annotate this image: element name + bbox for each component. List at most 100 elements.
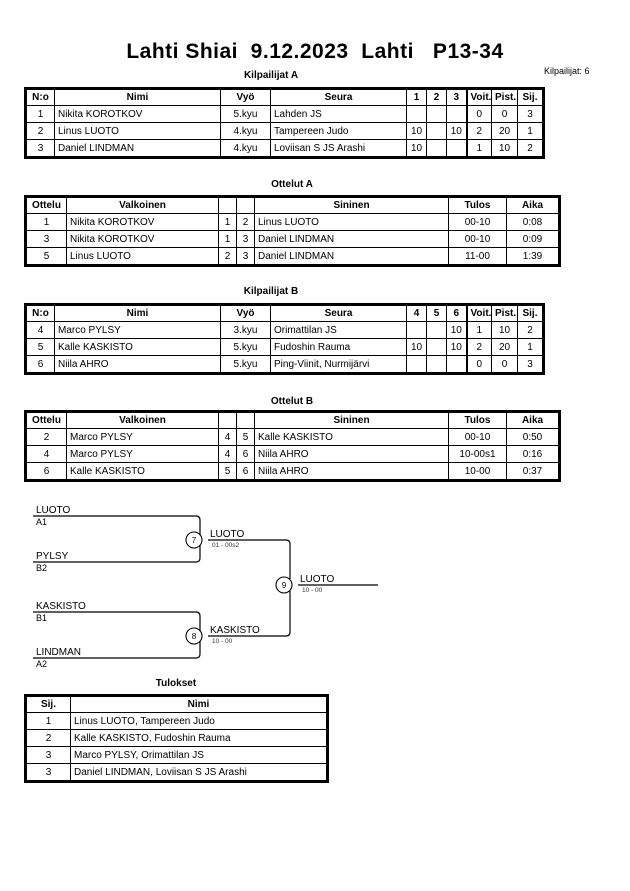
page-title: Lahti Shiai 9.12.2023 Lahti P13-34: [126, 40, 504, 63]
cell-belt: 5.kyu: [220, 338, 271, 356]
cell-blue-no: 3: [236, 247, 255, 265]
cell-match: 2: [26, 428, 67, 446]
cell-wins: 1: [465, 139, 492, 157]
col-white-no: [218, 412, 237, 429]
cell-m2: [426, 105, 447, 123]
cell-club: Fudoshin Rauma: [270, 338, 407, 356]
bracket-semifinal-score: 01 - 00s2: [212, 542, 239, 549]
col-rank: Sij.: [517, 305, 543, 322]
bracket-entrant-name: PYLSY: [36, 551, 69, 562]
cell-blue-no: 6: [236, 462, 255, 480]
col-time: Aika: [506, 412, 559, 429]
cell-m2: [426, 338, 447, 356]
cell-m2: [426, 122, 447, 140]
cell-time: 0:50: [506, 428, 559, 446]
pool-a-table: N:o Nimi Vyö Seura 1 2 3 Voit. Pist. Sij…: [24, 87, 545, 159]
cell-club: Lahden JS: [270, 105, 407, 123]
cell-white-no: 1: [218, 213, 237, 231]
cell-white: Nikita KOROTKOV: [66, 230, 219, 248]
cell-points: 0: [491, 355, 518, 373]
cell-belt: 5.kyu: [220, 355, 271, 373]
col-m3: 3: [446, 89, 467, 106]
table-row: 3 Marco PYLSY, Orimattilan JS: [26, 746, 327, 764]
matches-b-caption: Ottelut B: [270, 396, 314, 407]
cell-white: Nikita KOROTKOV: [66, 213, 219, 231]
cell-name: Niila AHRO: [54, 355, 221, 373]
bracket-entrant-seed: A2: [36, 659, 47, 669]
cell-points: 10: [491, 139, 518, 157]
cell-points: 0: [491, 105, 518, 123]
bracket-entrant-seed: A1: [36, 517, 47, 527]
table-row: 1 Nikita KOROTKOV 1 2 Linus LUOTO 00-10 …: [26, 213, 559, 231]
cell-name: Marco PYLSY, Orimattilan JS: [70, 746, 327, 764]
cell-time: 1:39: [506, 247, 559, 265]
cell-blue: Daniel LINDMAN: [254, 230, 449, 248]
cell-club: Orimattilan JS: [270, 321, 407, 339]
col-points: Pist.: [491, 305, 518, 322]
cell-rank: 1: [26, 712, 71, 730]
cell-m3: [446, 139, 467, 157]
col-m3: 6: [446, 305, 467, 322]
cell-name: Kalle KASKISTO: [54, 338, 221, 356]
matches-a-table: Ottelu Valkoinen Sininen Tulos Aika 1 Ni…: [24, 195, 561, 267]
cell-blue-no: 6: [236, 445, 255, 463]
cell-m3: 10: [446, 321, 467, 339]
cell-no: 6: [26, 355, 55, 373]
cell-m3: 10: [446, 122, 467, 140]
bracket-match-number: 7: [192, 536, 197, 545]
table-row: 4 Marco PYLSY 4 6 Niila AHRO 10-00s1 0:1…: [26, 445, 559, 463]
cell-m2: [426, 321, 447, 339]
col-result: Tulos: [448, 412, 507, 429]
cell-blue: Niila AHRO: [254, 462, 449, 480]
table-row: 2 Kalle KASKISTO, Fudoshin Rauma: [26, 729, 327, 747]
bracket-entrant-name: LINDMAN: [36, 647, 81, 658]
knockout-bracket: LUOTO A1 PYLSY B2 7 LUOTO 01 - 00s2 KASK…: [0, 495, 630, 675]
cell-blue: Daniel LINDMAN: [254, 247, 449, 265]
cell-match: 6: [26, 462, 67, 480]
cell-name: Marco PYLSY: [54, 321, 221, 339]
cell-match: 5: [26, 247, 67, 265]
col-rank: Sij.: [26, 696, 71, 713]
cell-result: 00-10: [448, 428, 507, 446]
cell-result: 00-10: [448, 230, 507, 248]
bracket-match-node-9: [275, 576, 293, 594]
cell-belt: 5.kyu: [220, 105, 271, 123]
table-header-row: Sij. Nimi: [26, 696, 327, 713]
table-row: 6 Niila AHRO 5.kyu Ping-Viinit, Nurmijär…: [26, 355, 543, 373]
results-caption: Tulokset: [155, 678, 197, 689]
table-row: 5 Linus LUOTO 2 3 Daniel LINDMAN 11-00 1…: [26, 247, 559, 265]
cell-white: Marco PYLSY: [66, 445, 219, 463]
cell-m2: [426, 355, 447, 373]
cell-points: 20: [491, 122, 518, 140]
cell-club: Loviisan S JS Arashi: [270, 139, 407, 157]
col-m2: 5: [426, 305, 447, 322]
table-header-row: Ottelu Valkoinen Sininen Tulos Aika: [26, 197, 559, 214]
cell-rank: 2: [517, 139, 543, 157]
cell-m1: [406, 355, 427, 373]
pool-b-caption: Kilpailijat B: [243, 286, 299, 297]
cell-wins: 1: [465, 321, 492, 339]
table-row: 3 Nikita KOROTKOV 1 3 Daniel LINDMAN 00-…: [26, 230, 559, 248]
cell-name: Daniel LINDMAN: [54, 139, 221, 157]
cell-no: 3: [26, 139, 55, 157]
table-header-row: N:o Nimi Vyö Seura 4 5 6 Voit. Pist. Sij…: [26, 305, 543, 322]
cell-blue-no: 5: [236, 428, 255, 446]
cell-wins: 0: [465, 355, 492, 373]
table-row: 3 Daniel LINDMAN, Loviisan S JS Arashi: [26, 763, 327, 781]
cell-belt: 4.kyu: [220, 122, 271, 140]
table-row: 2 Marco PYLSY 4 5 Kalle KASKISTO 00-10 0…: [26, 428, 559, 446]
cell-m3: [446, 105, 467, 123]
table-row: 2 Linus LUOTO 4.kyu Tampereen Judo 10 10…: [26, 122, 543, 140]
cell-name: Daniel LINDMAN, Loviisan S JS Arashi: [70, 763, 327, 781]
col-blue-no: [236, 412, 255, 429]
cell-wins: 2: [465, 122, 492, 140]
bracket-semifinal-winner: LUOTO: [210, 529, 244, 540]
cell-rank: 1: [517, 338, 543, 356]
bracket-entrant-seed: B2: [36, 563, 47, 573]
col-name: Nimi: [54, 305, 221, 322]
cell-belt: 4.kyu: [220, 139, 271, 157]
cell-name: Nikita KOROTKOV: [54, 105, 221, 123]
cell-name: Kalle KASKISTO, Fudoshin Rauma: [70, 729, 327, 747]
cell-no: 4: [26, 321, 55, 339]
cell-m3: 10: [446, 338, 467, 356]
